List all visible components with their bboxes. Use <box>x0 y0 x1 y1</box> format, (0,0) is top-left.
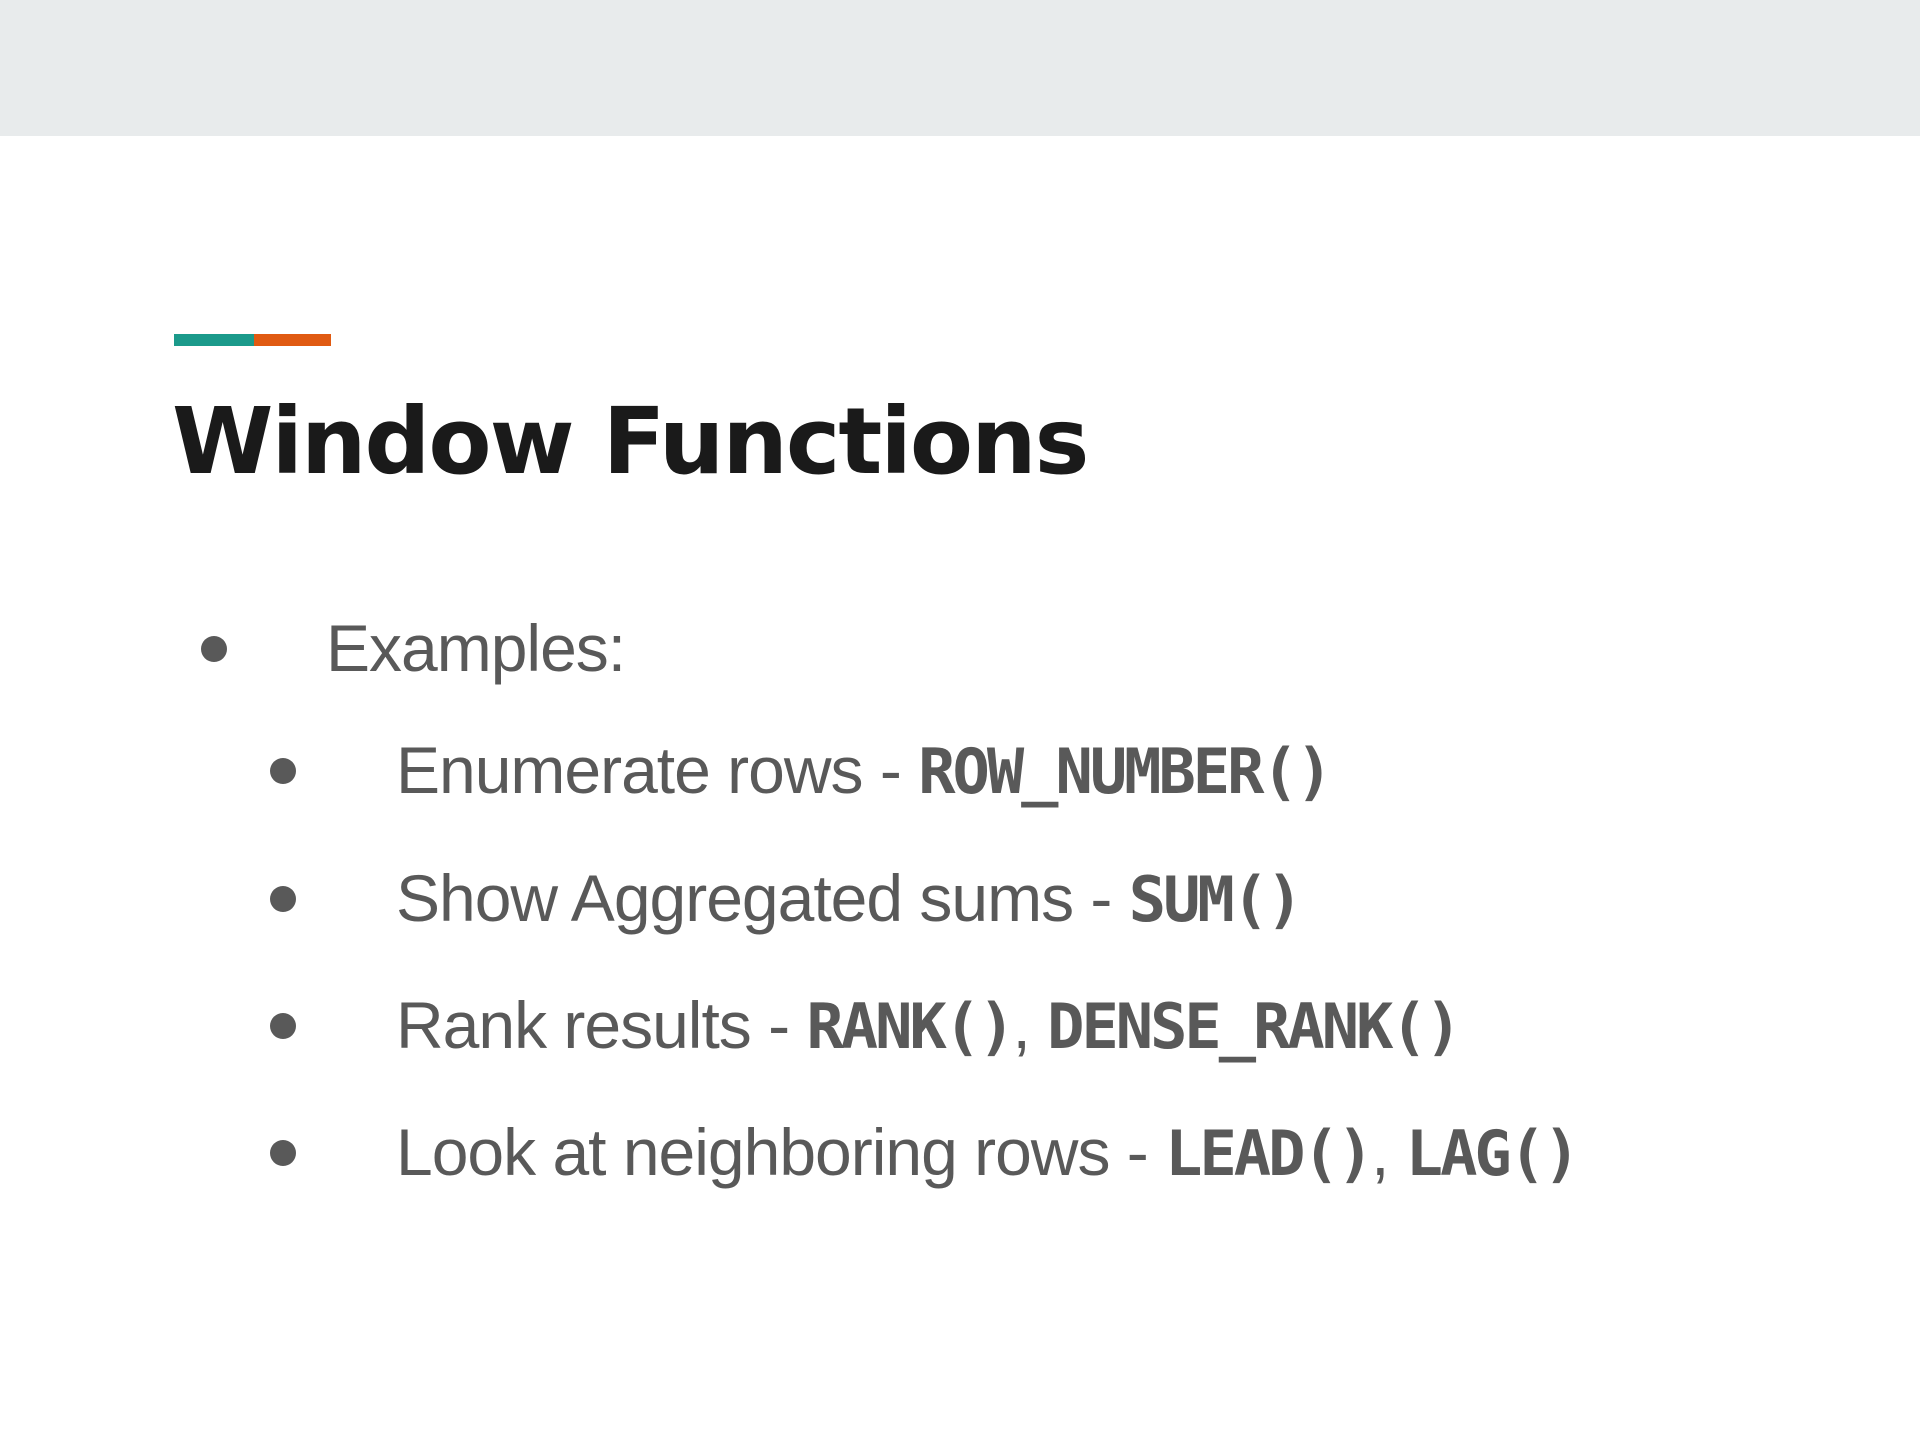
bullet-text: Rank results - <box>396 988 807 1062</box>
header-band <box>0 0 1920 136</box>
code-separator: , <box>1012 988 1048 1062</box>
code-snippet: RANK() <box>806 990 1015 1063</box>
slide-title: Window Functions <box>172 388 1089 495</box>
bullet-text: Show Aggregated sums - <box>396 861 1129 935</box>
code-snippet: SUM() <box>1128 863 1304 936</box>
bullet-dot-icon <box>270 758 296 784</box>
code-snippet: LAG() <box>1405 1117 1581 1190</box>
bullet-dot-icon <box>270 1013 296 1039</box>
list-item-text: Examples: <box>326 608 626 688</box>
code-separator: , <box>1371 1115 1406 1189</box>
bullet-text: Examples: <box>326 611 626 685</box>
list-item-text: Enumerate rows - ROW_NUMBER() <box>396 730 1333 812</box>
bullet-dot-icon <box>201 636 227 662</box>
code-snippet: DENSE_RANK() <box>1047 990 1462 1063</box>
bullet-text: Enumerate rows - <box>396 733 919 807</box>
list-item-text: Rank results - RANK(), DENSE_RANK() <box>396 985 1462 1067</box>
title-accent-bar <box>174 334 331 346</box>
code-snippet: ROW_NUMBER() <box>918 735 1333 808</box>
accent-teal-segment <box>174 334 254 346</box>
list-item-text: Look at neighboring rows - LEAD(), LAG() <box>396 1112 1581 1194</box>
bullet-text: Look at neighboring rows - <box>396 1115 1166 1189</box>
list-item-text: Show Aggregated sums - SUM() <box>396 858 1304 940</box>
bullet-dot-icon <box>270 1140 296 1166</box>
bullet-dot-icon <box>270 886 296 912</box>
code-snippet: LEAD() <box>1165 1117 1374 1190</box>
accent-orange-segment <box>254 334 331 346</box>
